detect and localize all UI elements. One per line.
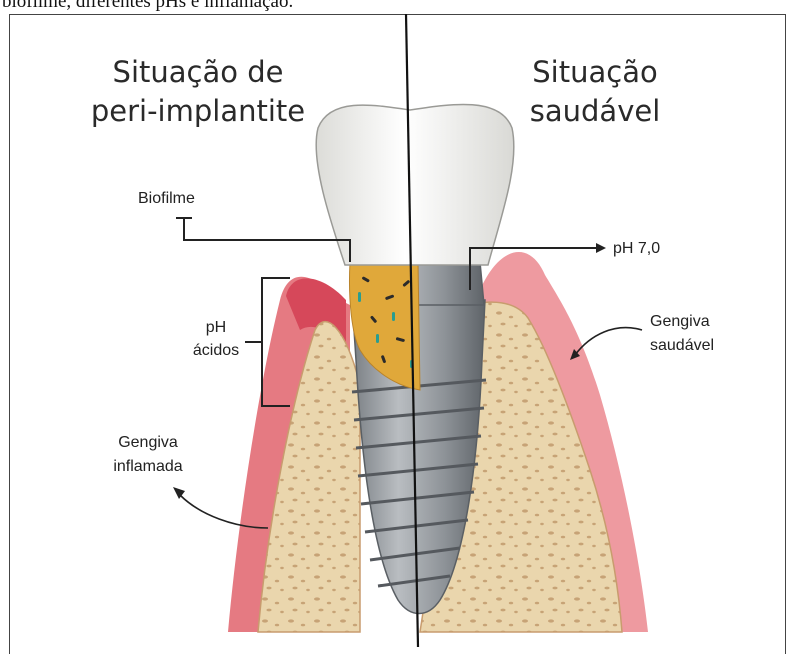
ph-acid-label-line1: pH [206, 319, 226, 336]
healthy-gum-label-line1: Gengiva [650, 313, 710, 330]
biofilm-label: Biofilme [138, 190, 195, 207]
ph-neutral-arrowhead [596, 243, 606, 253]
inflamed-gum-label-line2: inflamada [113, 458, 182, 475]
ph-acid-label-line2: ácidos [193, 342, 239, 359]
title-right-line1: Situação [532, 55, 657, 89]
inflamed-gum-label-line1: Gengiva [118, 434, 178, 451]
title-left-line2: peri-implantite [91, 94, 305, 128]
title-left-line1: Situação de [113, 55, 284, 89]
healthy-gum-arrow [575, 328, 642, 355]
ph-neutral-label: pH 7,0 [613, 240, 660, 257]
healthy-gum-label-line2: saudável [650, 337, 714, 354]
title-right-line2: saudável [530, 94, 661, 128]
biofilm-pointer [176, 218, 350, 262]
